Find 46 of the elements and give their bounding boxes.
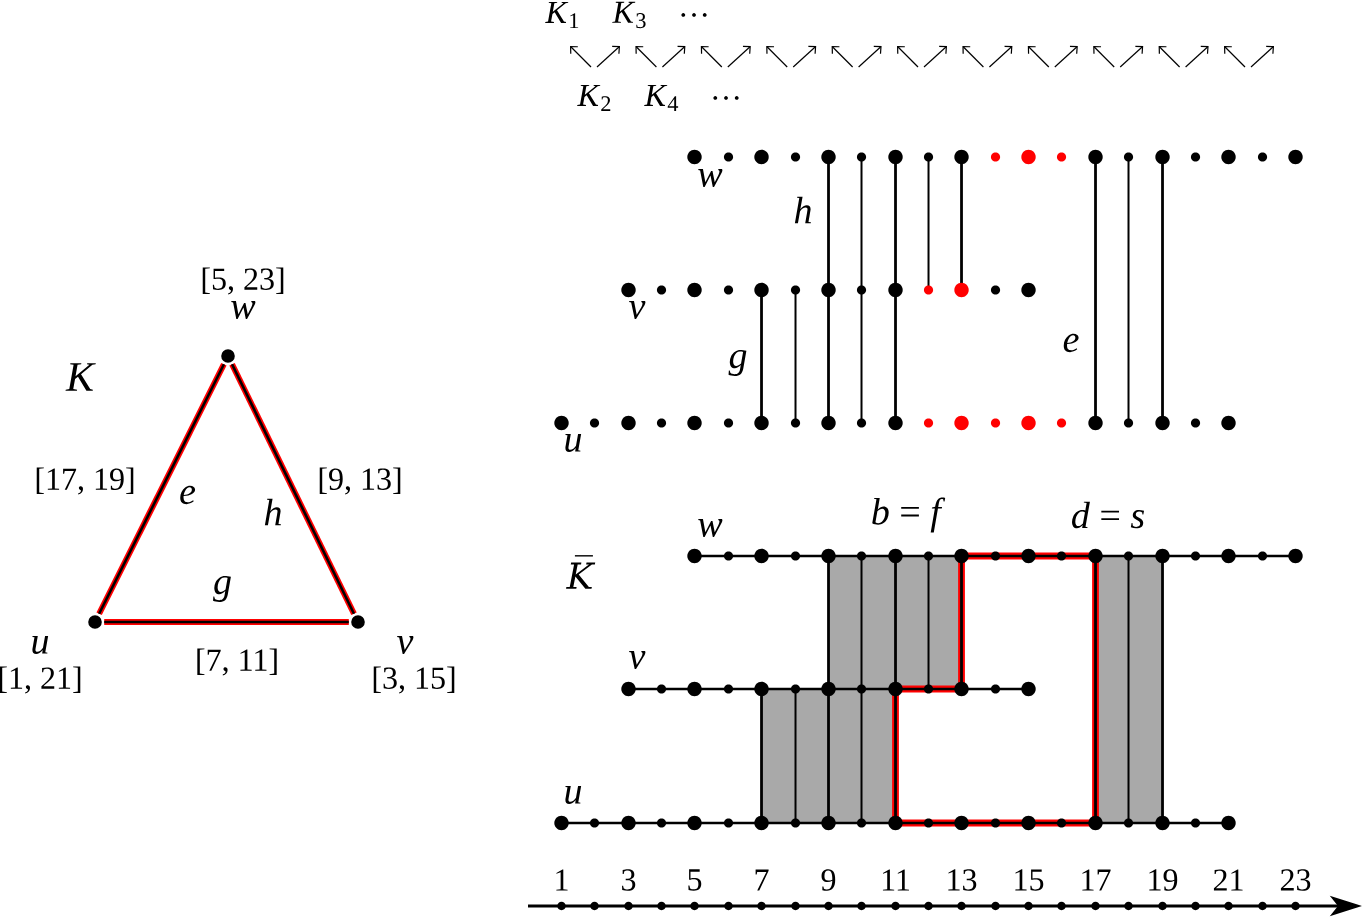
- ellipsis: …: [681, 13, 707, 17]
- sequence-label: K$_{3}$: [612, 1, 646, 29]
- interval-label: [1, 21]: [0, 666, 81, 694]
- interval-label: [7, 11]: [197, 648, 277, 676]
- sequence-label: K$_{4}$: [644, 84, 679, 112]
- interval-label: [17, 19]: [36, 467, 134, 495]
- interval-label: [9, 13]: [319, 467, 401, 495]
- equation-label: d = s: [1072, 501, 1145, 529]
- complex-label: K̅: [566, 555, 596, 589]
- edge-letter: g: [728, 350, 747, 376]
- vertex-label: u: [32, 636, 49, 654]
- axis-number: 15: [1015, 869, 1044, 891]
- equation-label: b = f: [872, 497, 946, 533]
- edge-label: e: [180, 485, 196, 505]
- edge-letter: e: [1063, 333, 1079, 353]
- row-label: v: [629, 301, 646, 319]
- row-label: w: [698, 519, 723, 537]
- axis-number: 21: [1213, 869, 1243, 891]
- axis-number: 11: [882, 869, 909, 891]
- axis-number: 7: [755, 869, 769, 891]
- row-label: u: [565, 786, 582, 804]
- edge-letter: h: [794, 196, 811, 224]
- axis-number: 19: [1149, 869, 1178, 891]
- vertex-label: v: [397, 636, 414, 654]
- ellipsis: …: [713, 96, 739, 100]
- edge-line: [229, 362, 357, 616]
- axis-number: 3: [622, 869, 636, 891]
- interval-label: [5, 23]: [202, 267, 284, 295]
- vertex-label: w: [231, 301, 256, 319]
- axis-number: 13: [948, 869, 977, 891]
- edge-label: g: [213, 576, 231, 602]
- edge-label: h: [264, 498, 281, 526]
- row-label: u: [565, 434, 582, 452]
- row-label: v: [629, 651, 646, 669]
- row-label: w: [698, 169, 723, 187]
- sequence-label: K$_{2}$: [577, 84, 611, 112]
- axis-number: 23: [1280, 869, 1311, 891]
- edge-line: [104, 619, 349, 625]
- axis-number: 5: [688, 869, 702, 891]
- axis-number: 17: [1082, 869, 1111, 891]
- axis-number: 1: [556, 869, 568, 891]
- edge-line: [96, 362, 227, 616]
- complex-label: K: [65, 363, 96, 391]
- sequence-label: K$_{1}$: [545, 1, 579, 29]
- axis-number: 9: [821, 869, 836, 891]
- interval-label: [3, 15]: [373, 666, 455, 694]
